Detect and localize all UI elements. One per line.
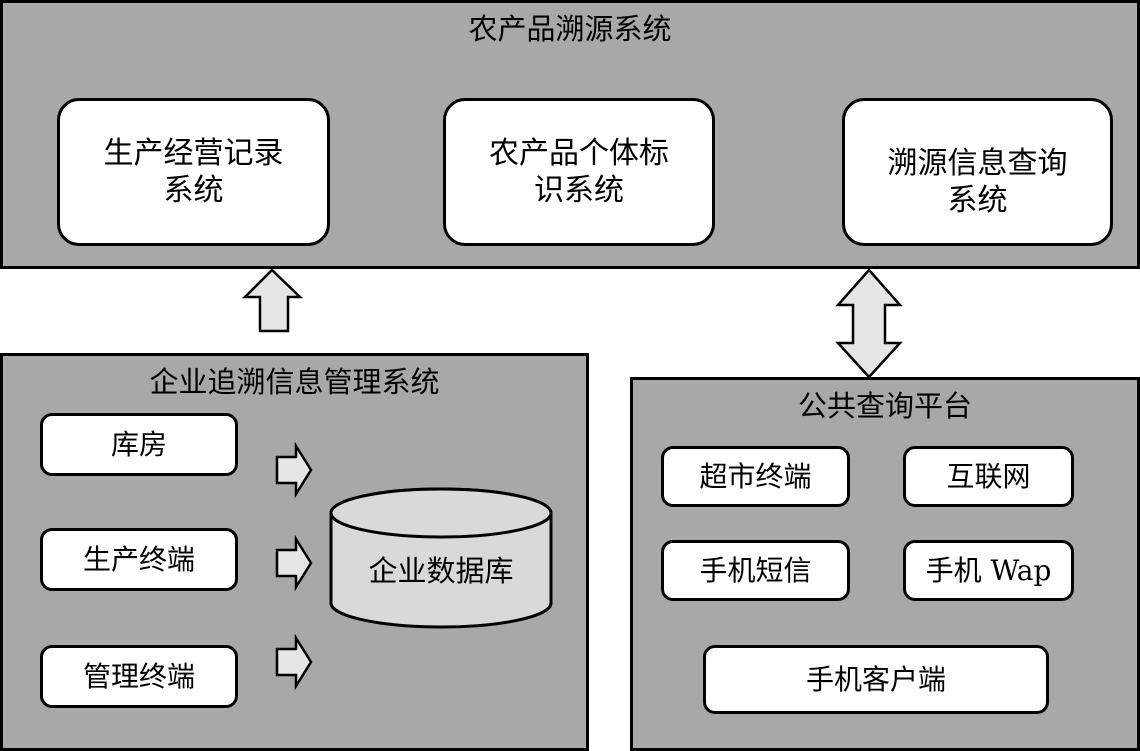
channel-internet: 互联网 — [903, 446, 1074, 507]
product-identification-module: 农产品个体标 识系统 — [443, 98, 715, 246]
module-label-line: 溯源信息查询 — [887, 146, 1068, 181]
up-arrow-icon — [241, 268, 304, 333]
trace-query-module: 溯源信息查询 系统 — [842, 98, 1113, 246]
traceability-system-panel: 农产品溯源系统 生产经营记录 系统 农产品个体标 识系统 溯源信息查询 系统 — [0, 0, 1140, 269]
module-label-line: 生产经营记录 — [103, 136, 284, 171]
production-record-module: 生产经营记录 系统 — [57, 98, 330, 246]
module-label-line: 农产品个体标 — [489, 136, 669, 171]
module-label-line: 识系统 — [534, 173, 624, 208]
source-management-terminal: 管理终端 — [40, 645, 238, 708]
traceability-system-title: 农产品溯源系统 — [468, 12, 672, 46]
double-arrow-icon — [835, 268, 903, 379]
channel-sms: 手机短信 — [661, 540, 850, 601]
module-label-line: 系统 — [163, 173, 224, 208]
public-query-title: 公共查询平台 — [797, 389, 972, 423]
channel-supermarket-terminal: 超市终端 — [661, 446, 850, 507]
source-production-terminal: 生产终端 — [40, 528, 238, 591]
module-label-line: 系统 — [947, 183, 1008, 218]
enterprise-management-panel: 企业追溯信息管理系统 库房 生产终端 管理终端 — [0, 353, 589, 751]
public-query-panel: 公共查询平台 超市终端 互联网 手机短信 手机 Wap 手机客户端 — [630, 377, 1140, 751]
enterprise-management-title: 企业追溯信息管理系统 — [149, 365, 440, 399]
channel-mobile-wap: 手机 Wap — [903, 540, 1074, 601]
source-warehouse: 库房 — [40, 413, 238, 476]
channel-mobile-client: 手机客户端 — [703, 645, 1049, 714]
